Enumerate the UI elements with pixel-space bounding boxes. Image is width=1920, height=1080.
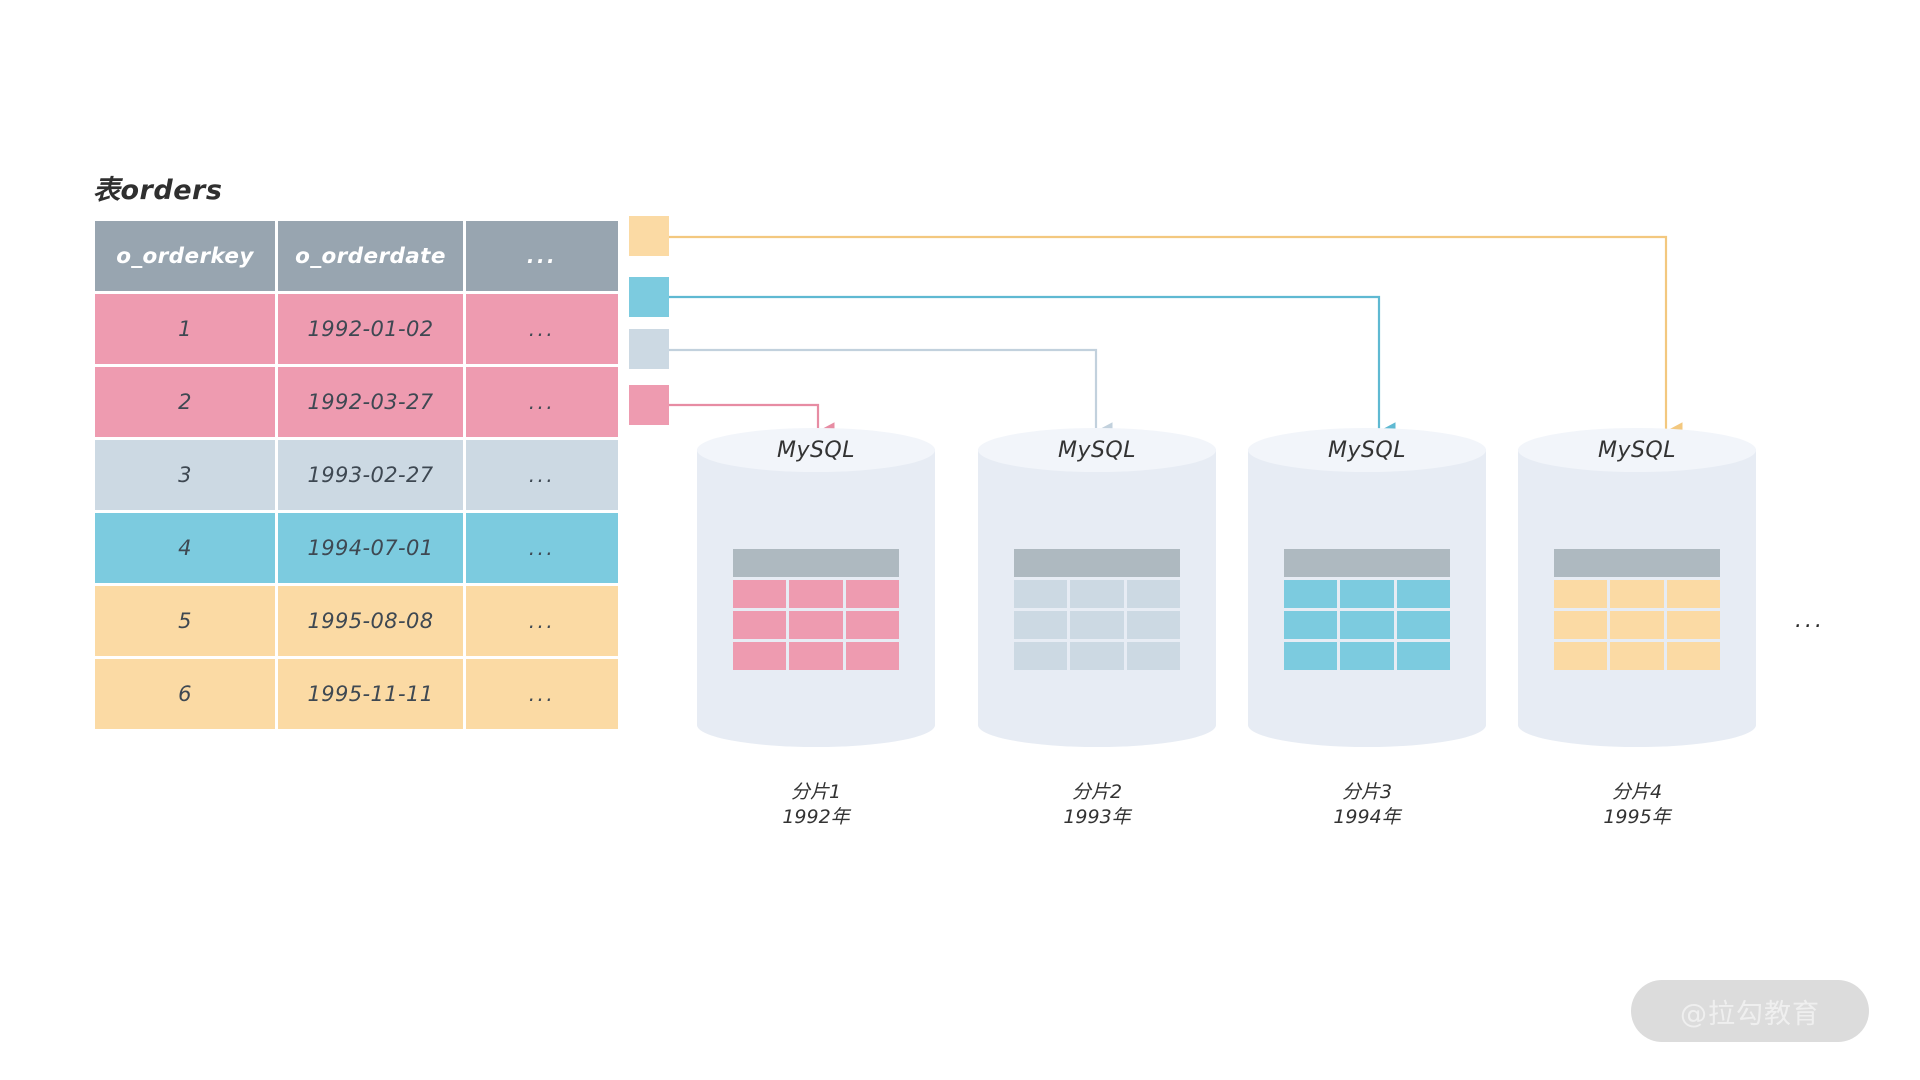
mini-table-header — [1554, 549, 1720, 577]
shard-caption: 分片1 1992年 — [782, 781, 850, 829]
column-header-orderdate: o_orderdate — [278, 221, 463, 291]
mini-table-header — [733, 549, 899, 577]
source-table-title: 表orders — [93, 175, 223, 206]
pink-swatch — [629, 385, 669, 425]
source-table: o_orderkey o_orderdate ... 1 1992-01-02 … — [92, 218, 621, 732]
table-row: 1 1992-01-02 ... — [95, 294, 618, 364]
table-row: 2 1992-03-27 ... — [95, 367, 618, 437]
gray-swatch — [629, 329, 669, 369]
mini-table-header — [1014, 549, 1180, 577]
watermark-badge: @拉勾教育 — [1631, 980, 1869, 1042]
cell-orderdate: 1994-07-01 — [278, 513, 463, 583]
mysql-label: MySQL — [1327, 438, 1407, 463]
table-header-row: o_orderkey o_orderdate ... — [95, 221, 618, 291]
cell-more: ... — [466, 513, 618, 583]
database-cylinder: MySQL — [1518, 428, 1756, 768]
cell-orderkey: 6 — [95, 659, 275, 729]
cylinder-top-ellipse — [978, 428, 1216, 472]
connector-gray-to-shard2 — [669, 348, 1113, 442]
cell-orderkey: 1 — [95, 294, 275, 364]
cell-orderdate: 1995-08-08 — [278, 586, 463, 656]
cell-orderdate: 1995-11-11 — [278, 659, 463, 729]
database-cylinder: MySQL — [697, 428, 935, 768]
connector-cyan-to-shard3 — [669, 295, 1396, 442]
shard-mini-table — [1551, 546, 1723, 673]
shard-caption: 分片4 1995年 — [1603, 781, 1671, 829]
connector-amber-to-shard4 — [669, 235, 1683, 442]
cell-more: ... — [466, 294, 618, 364]
database-cylinder: MySQL — [1248, 428, 1486, 768]
amber-swatch — [629, 216, 669, 256]
cylinder-top-ellipse — [1518, 428, 1756, 472]
cell-orderkey: 5 — [95, 586, 275, 656]
cell-more: ... — [466, 440, 618, 510]
shard-2: MySQL 分片2 1993年 — [978, 428, 1216, 828]
cell-more: ... — [466, 367, 618, 437]
shard-4: MySQL 分片4 1995年 — [1518, 428, 1756, 828]
mysql-label: MySQL — [776, 438, 856, 463]
mysql-label: MySQL — [1057, 438, 1137, 463]
table-row: 4 1994-07-01 ... — [95, 513, 618, 583]
column-header-orderkey: o_orderkey — [95, 221, 275, 291]
shard-mini-table — [1281, 546, 1453, 673]
cell-orderkey: 3 — [95, 440, 275, 510]
watermark-text: @拉勾教育 — [1680, 998, 1820, 1030]
table-row: 6 1995-11-11 ... — [95, 659, 618, 729]
cyan-swatch — [629, 277, 669, 317]
column-header-more: ... — [466, 221, 618, 291]
mini-table-header — [1284, 549, 1450, 577]
cell-orderdate: 1993-02-27 — [278, 440, 463, 510]
shard-caption: 分片2 1993年 — [1063, 781, 1131, 829]
cell-more: ... — [466, 659, 618, 729]
cylinder-top-ellipse — [1248, 428, 1486, 472]
table-row: 3 1993-02-27 ... — [95, 440, 618, 510]
table-row: 5 1995-08-08 ... — [95, 586, 618, 656]
cell-more: ... — [466, 586, 618, 656]
shard-1: MySQL 分片1 1992年 — [697, 428, 935, 828]
more-shards-ellipsis: ... — [1795, 608, 1825, 633]
shard-caption: 分片3 1994年 — [1333, 781, 1401, 829]
shard-mini-table — [730, 546, 902, 673]
cell-orderkey: 4 — [95, 513, 275, 583]
shard-mini-table — [1011, 546, 1183, 673]
cell-orderkey: 2 — [95, 367, 275, 437]
shard-3: MySQL 分片3 1994年 — [1248, 428, 1486, 828]
cell-orderdate: 1992-03-27 — [278, 367, 463, 437]
cell-orderdate: 1992-01-02 — [278, 294, 463, 364]
database-cylinder: MySQL — [978, 428, 1216, 768]
mysql-label: MySQL — [1597, 438, 1677, 463]
cylinder-top-ellipse — [697, 428, 935, 472]
